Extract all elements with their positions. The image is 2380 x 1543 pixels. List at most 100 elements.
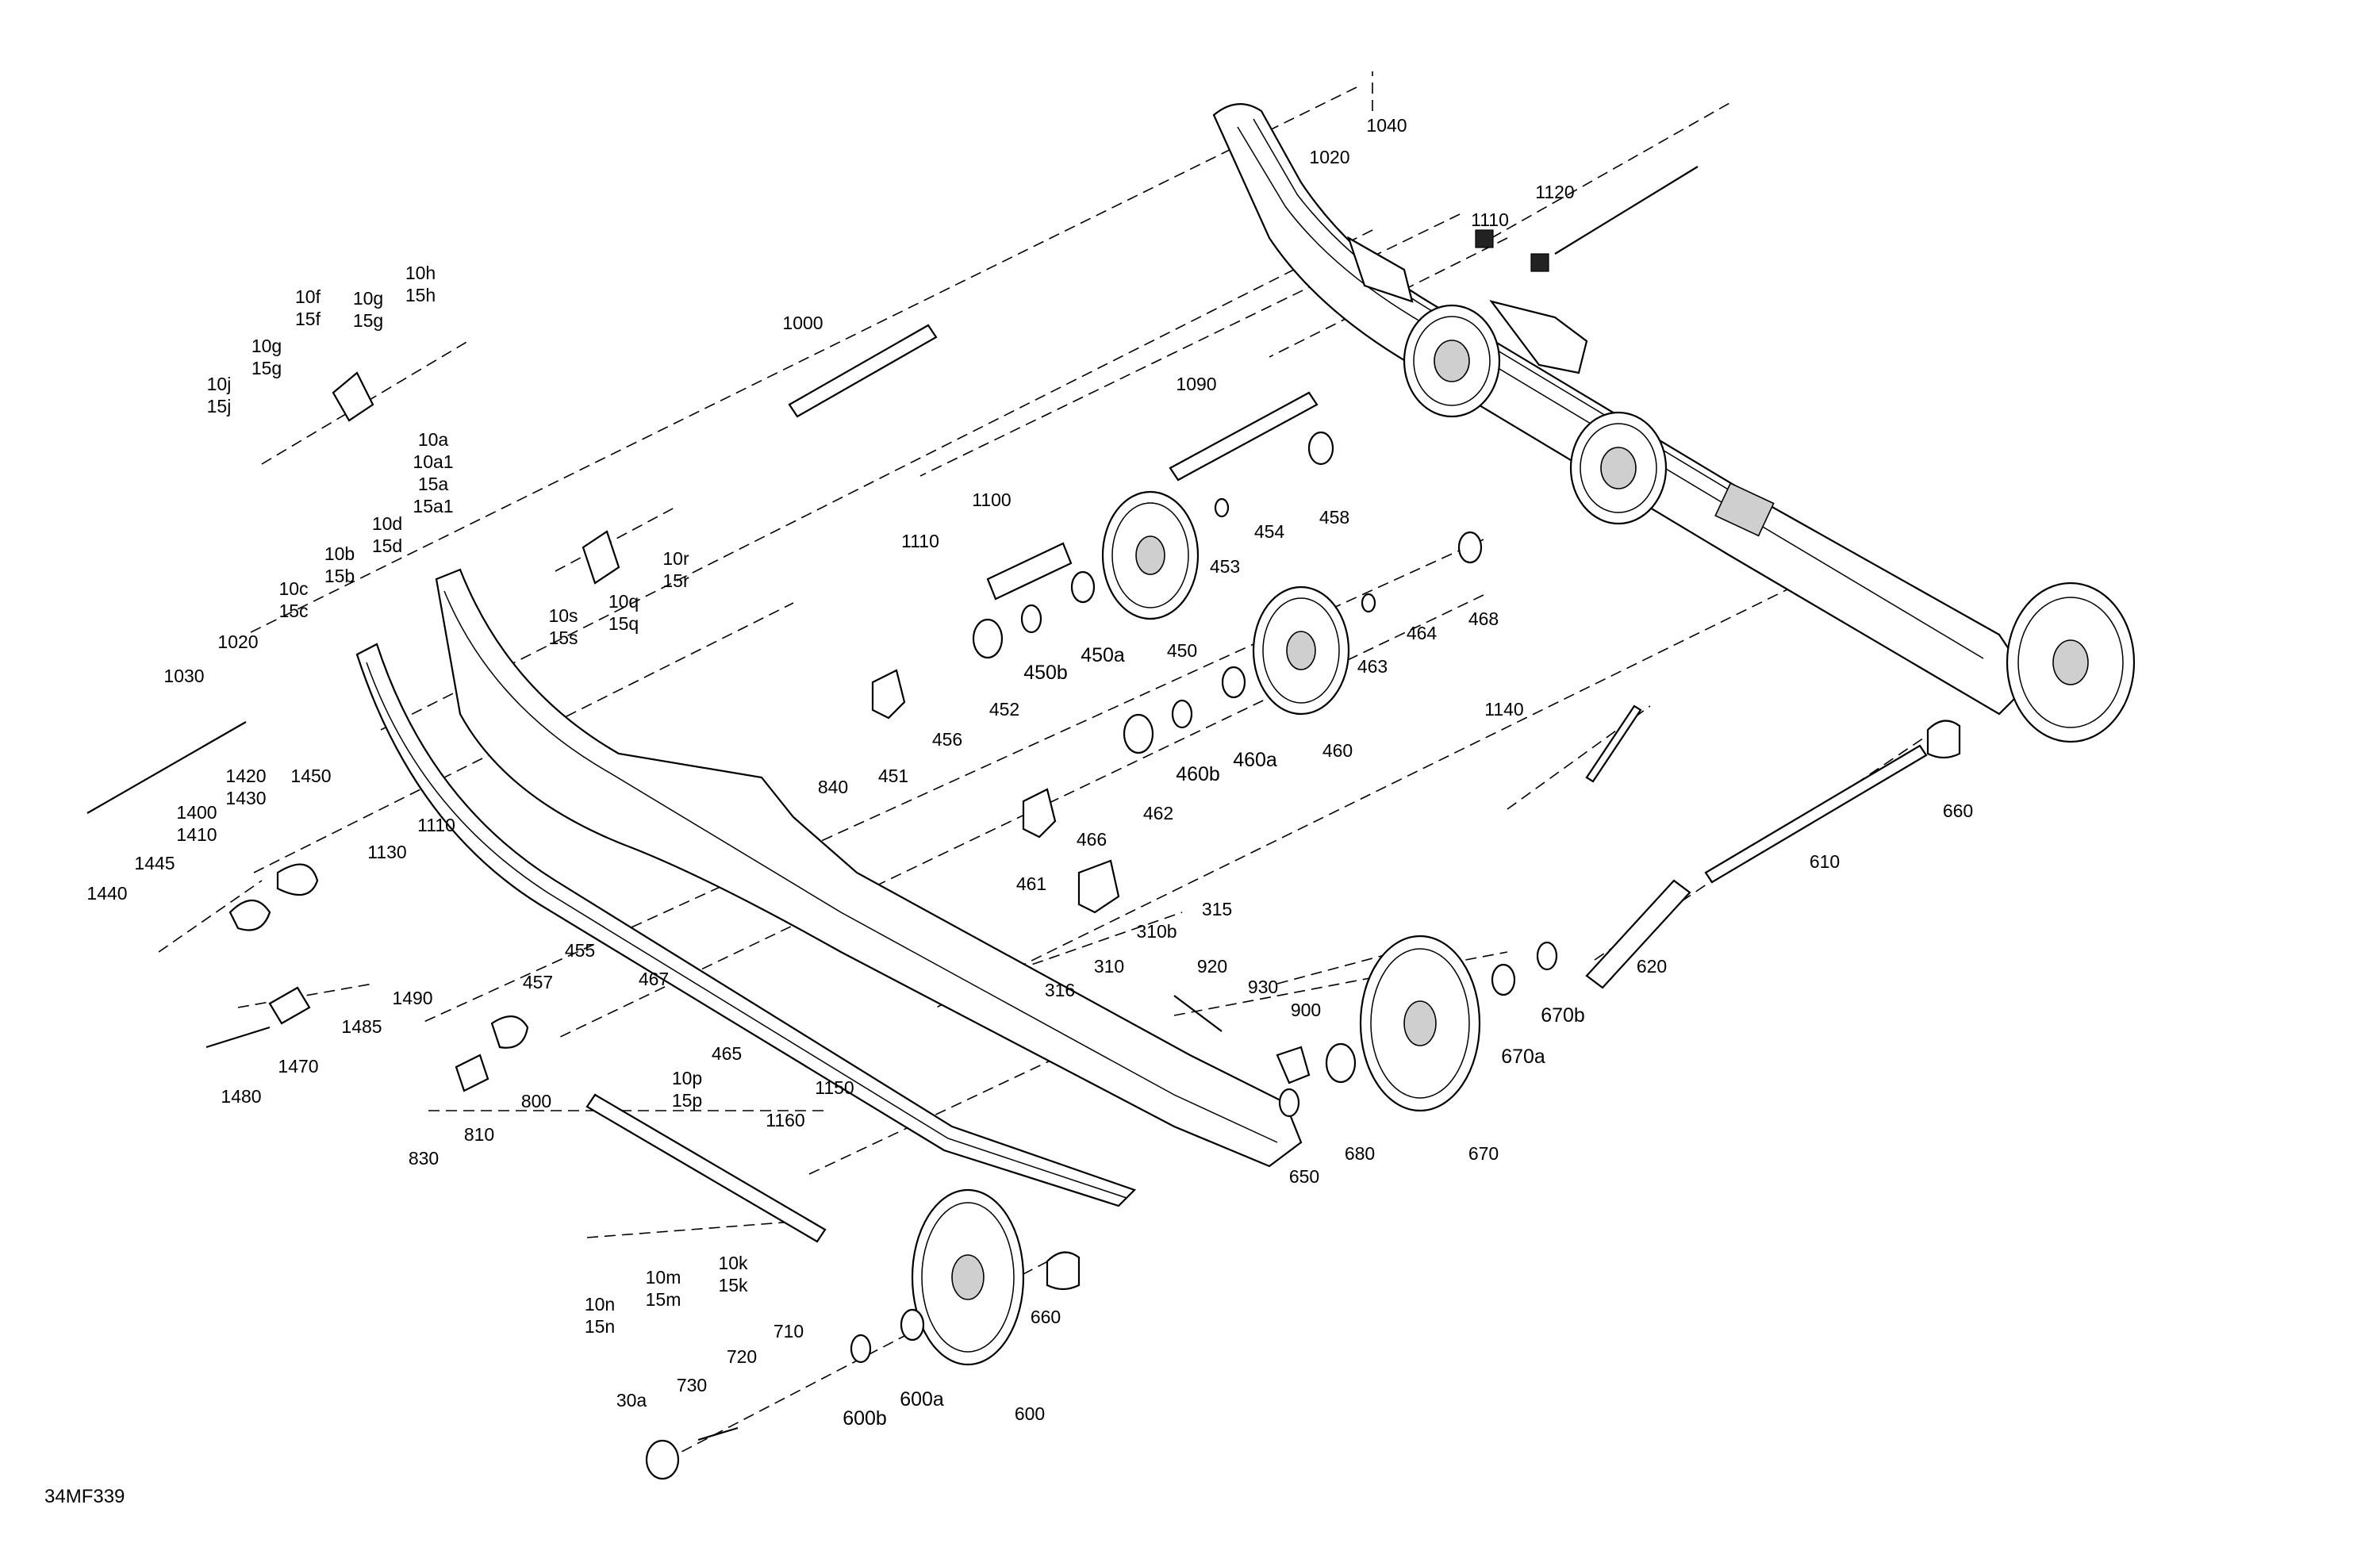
part-label-930: 930 — [1248, 977, 1278, 997]
part-label-1110-mid: 1110 — [901, 531, 939, 551]
part-label-line: 10m — [646, 1267, 681, 1288]
part-label-463: 463 — [1357, 656, 1388, 677]
part-label-line: 15p — [672, 1090, 702, 1111]
part-label-720: 720 — [727, 1346, 757, 1367]
part-label-line: 840 — [818, 777, 848, 797]
part-label-660-bottom: 660 — [1031, 1307, 1061, 1327]
part-label-line: 15a1 — [413, 496, 453, 516]
upper-wheel-rear — [2006, 582, 2136, 743]
part-label-line: 15a — [418, 474, 449, 494]
part-label-line: 610 — [1810, 851, 1840, 872]
part-label-line: 1430 — [225, 788, 266, 808]
part-label-line: 810 — [464, 1124, 494, 1145]
part-label-line: 10f — [295, 286, 321, 307]
part-label-468: 468 — [1468, 608, 1499, 629]
part-label-line: 670 — [1468, 1143, 1499, 1164]
part-label-line: 620 — [1637, 956, 1667, 977]
part-label-line: 1040 — [1366, 115, 1407, 136]
part-label-line: 468 — [1468, 608, 1499, 629]
part-label-line: 1160 — [766, 1110, 804, 1130]
part-label-line: 800 — [521, 1091, 551, 1111]
part-label-462: 462 — [1143, 803, 1173, 823]
part-label-line: 461 — [1016, 873, 1046, 894]
part-label-line: 15s — [548, 628, 578, 648]
part-label-30a: 30a — [616, 1390, 647, 1411]
part-label-line: 464 — [1407, 623, 1438, 643]
part-label-line: 315 — [1202, 899, 1232, 919]
part-label-454: 454 — [1254, 521, 1285, 542]
part-label-line: 10b — [324, 543, 355, 564]
part-label-1480: 1480 — [221, 1086, 261, 1107]
part-label-line: 454 — [1254, 521, 1285, 542]
mid-wheel-450 — [1101, 490, 1200, 620]
part-label-line: 680 — [1345, 1143, 1375, 1164]
part-label-315: 315 — [1202, 899, 1232, 919]
part-label-line: 455 — [565, 940, 595, 961]
part-label-600a: 600a — [900, 1388, 944, 1411]
part-label-830: 830 — [409, 1148, 439, 1169]
part-label-600b: 600b — [843, 1407, 887, 1430]
part-label-1485: 1485 — [341, 1016, 382, 1037]
part-label-line: 458 — [1319, 507, 1349, 528]
part-label-line: 1485 — [341, 1016, 382, 1037]
part-label-line: 310 — [1094, 956, 1124, 977]
part-label-1100: 1100 — [972, 489, 1011, 510]
part-label-line: 720 — [727, 1346, 757, 1367]
part-label-line: 670b — [1541, 1004, 1585, 1027]
part-label-line: 1150 — [815, 1077, 854, 1098]
part-label-line: 10q — [608, 591, 639, 612]
part-label-line: 450 — [1167, 640, 1197, 661]
part-label-line: 1110 — [901, 531, 939, 551]
part-label-line: 15h — [405, 285, 436, 305]
part-label-1490: 1490 — [392, 988, 432, 1008]
part-label-line: 1130 — [367, 842, 406, 862]
part-label-line: 460b — [1176, 763, 1220, 785]
part-label-line: 453 — [1210, 556, 1240, 577]
part-label-1445: 1445 — [134, 853, 175, 873]
part-label-450a: 450a — [1081, 644, 1125, 666]
part-label-line: 15g — [353, 310, 383, 331]
part-label-line: 650 — [1289, 1166, 1319, 1187]
part-label-1150: 1150 — [815, 1077, 854, 1098]
part-label-line: 15b — [324, 566, 355, 586]
small-parts — [205, 371, 1961, 1480]
part-label-800: 800 — [521, 1091, 551, 1111]
part-label-455: 455 — [565, 940, 595, 961]
part-label-line: 1110 — [1471, 209, 1509, 230]
part-label-line: 10r — [662, 548, 689, 569]
part-label-line: 1440 — [86, 883, 127, 904]
part-label-line: 465 — [712, 1043, 742, 1064]
part-label-680: 680 — [1345, 1143, 1375, 1164]
part-label-453: 453 — [1210, 556, 1240, 577]
part-label-line: 830 — [409, 1148, 439, 1169]
part-label-710: 710 — [774, 1321, 804, 1341]
part-label-line: 1470 — [278, 1056, 318, 1077]
part-label-line: 15j — [207, 396, 232, 416]
part-label-670b: 670b — [1541, 1004, 1585, 1027]
part-label-line: 457 — [523, 972, 553, 992]
part-label-920: 920 — [1197, 956, 1227, 977]
part-label-line: 920 — [1197, 956, 1227, 977]
upper-wheel-2 — [1569, 411, 1668, 525]
part-label-316: 316 — [1045, 980, 1075, 1000]
part-label-1440: 1440 — [86, 883, 127, 904]
lower-wheel-670 — [1359, 935, 1481, 1112]
part-label-1120: 1120 — [1535, 182, 1574, 202]
part-label-line: 10j — [207, 374, 232, 394]
part-label-line: 1110 — [417, 815, 455, 835]
part-label-461: 461 — [1016, 873, 1046, 894]
part-label-line: 710 — [774, 1321, 804, 1341]
part-label-line: 1140 — [1484, 699, 1523, 720]
part-label-line: 10g — [353, 288, 383, 309]
part-label-465: 465 — [712, 1043, 742, 1064]
part-label-810: 810 — [464, 1124, 494, 1145]
part-label-310: 310 — [1094, 956, 1124, 977]
